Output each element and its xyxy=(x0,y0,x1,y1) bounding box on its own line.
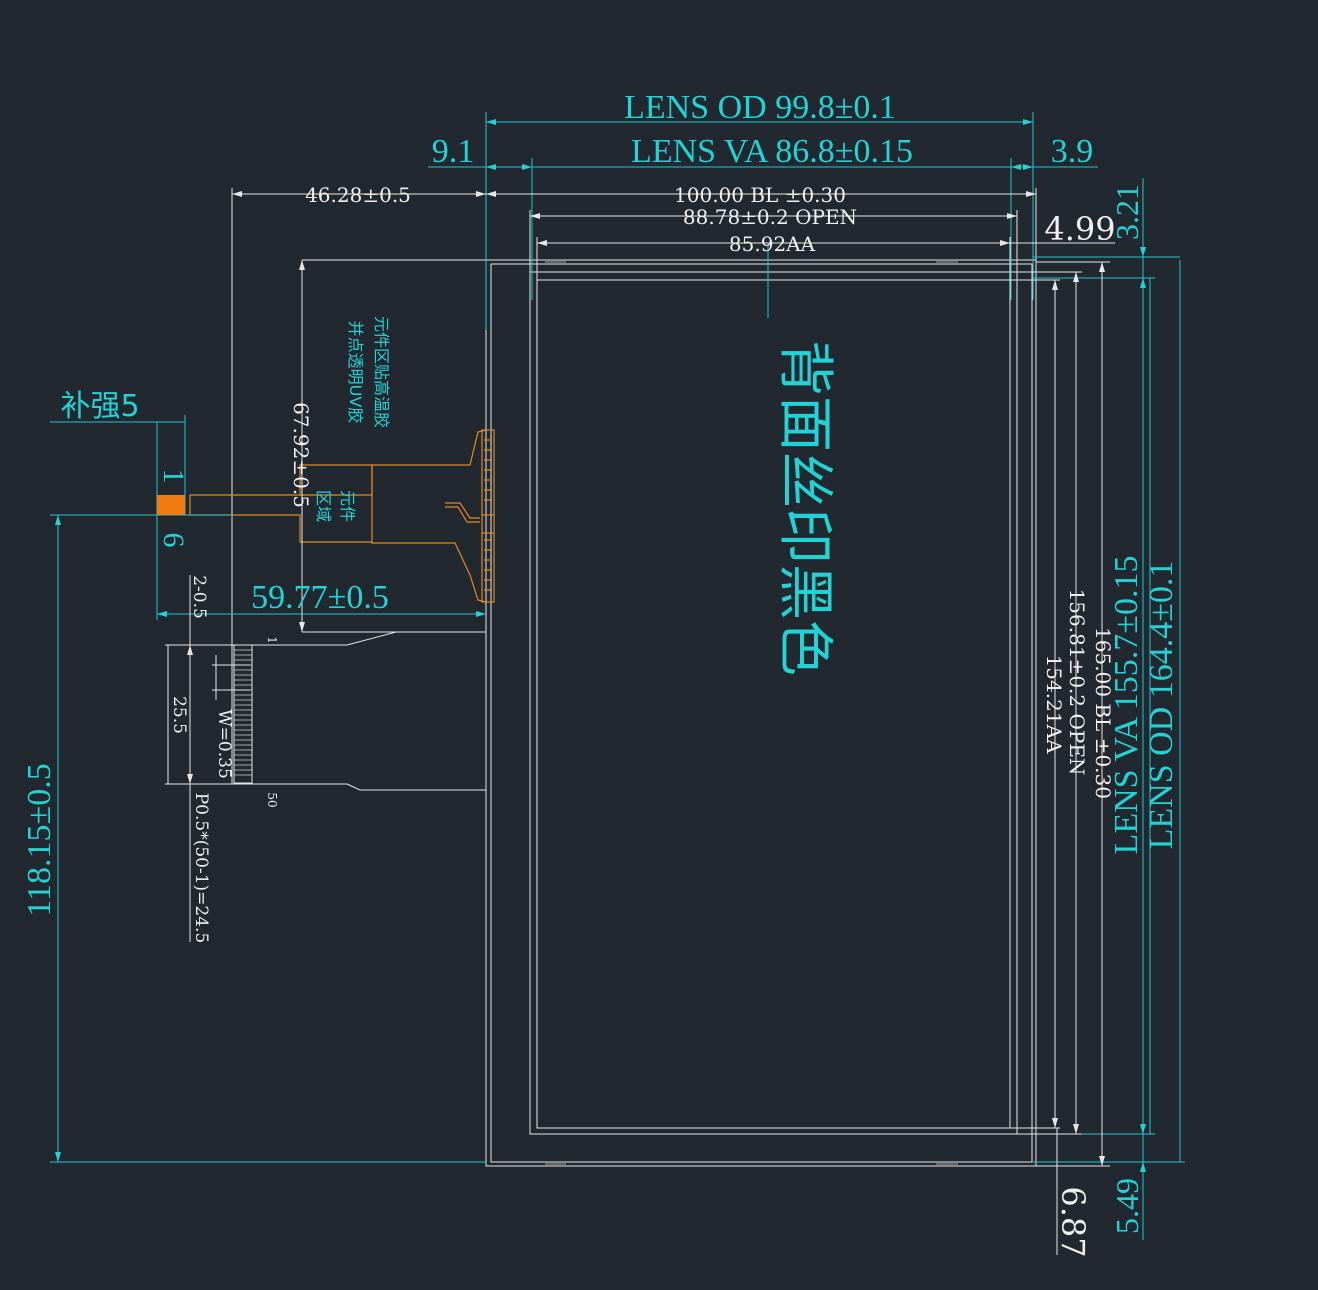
total-height-label: 118.15±0.5 xyxy=(21,763,58,916)
bottom-6-87-label: 6.87 xyxy=(1054,1186,1092,1257)
stiffener-label: 补强5 xyxy=(60,389,139,424)
aa-outline xyxy=(536,279,1011,1129)
pitch-25-5-label: 25.5 xyxy=(169,696,189,734)
left-offset-label: 9.1 xyxy=(432,133,475,170)
fpc-offset-label: 46.28±0.5 xyxy=(305,183,411,207)
fpc-cable xyxy=(189,429,495,603)
top-dimensions xyxy=(231,112,1115,645)
open-width-label: 88.78±0.2 OPEN xyxy=(683,205,857,229)
aa-height-label: 154.21AA xyxy=(1042,655,1066,754)
gap-label: 2-0.5 xyxy=(189,575,209,619)
back-print-note: 背面丝印黑色 xyxy=(772,340,837,676)
open-height-label: 156.81±0.2 OPEN xyxy=(1065,589,1089,776)
bl-outline xyxy=(485,259,1037,1167)
right-dimensions xyxy=(1010,178,1185,1255)
panel-outlines xyxy=(485,259,1037,1167)
stiffener-6-label: 6 xyxy=(157,533,190,548)
fpc-outline xyxy=(231,631,487,1166)
lens-od-height-label: LENS OD 164.4±0.1 xyxy=(1143,561,1180,850)
right-4-99-label: 4.99 xyxy=(1044,210,1115,248)
component-area-1: 元件 xyxy=(338,490,357,522)
open-outline xyxy=(529,271,1018,1135)
pitch-formula-label: P0.5*(50-1)=24.5 xyxy=(191,793,211,944)
lens-va-height-label: LENS VA 155.7±0.15 xyxy=(1108,556,1145,855)
stiffener-block xyxy=(157,495,185,515)
pin-1-label: 1 xyxy=(265,636,279,644)
component-note-2: 并点透明UV胶 xyxy=(346,321,365,424)
right-offset-label: 3.9 xyxy=(1051,133,1094,170)
lens-od-width-label: LENS OD 99.8±0.1 xyxy=(624,89,896,126)
component-area-2: 区域 xyxy=(314,490,333,522)
fpc-length-label: 59.77±0.5 xyxy=(251,579,389,616)
top-3-21-label: 3.21 xyxy=(1109,184,1145,240)
lens-va-width-label: LENS VA 86.8±0.15 xyxy=(631,133,913,170)
width-w-label: W=0.35 xyxy=(214,709,234,779)
component-note-1: 元件区贴高温胶 xyxy=(372,316,391,428)
pin-50-label: 50 xyxy=(265,792,279,807)
lens-od-outline xyxy=(490,263,1033,1163)
bottom-5-49-label: 5.49 xyxy=(1109,1178,1145,1234)
fpc-height-label: 67.92±0.5 xyxy=(289,402,313,508)
bl-width-label: 100.00 BL ±0.30 xyxy=(674,183,846,207)
stiffener-1-label: 1 xyxy=(157,469,190,484)
bl-height-label: 165.00 BL ±0.30 xyxy=(1091,627,1115,799)
fpc-dimensions xyxy=(50,259,486,1163)
aa-width-label: 85.92AA xyxy=(729,232,816,256)
